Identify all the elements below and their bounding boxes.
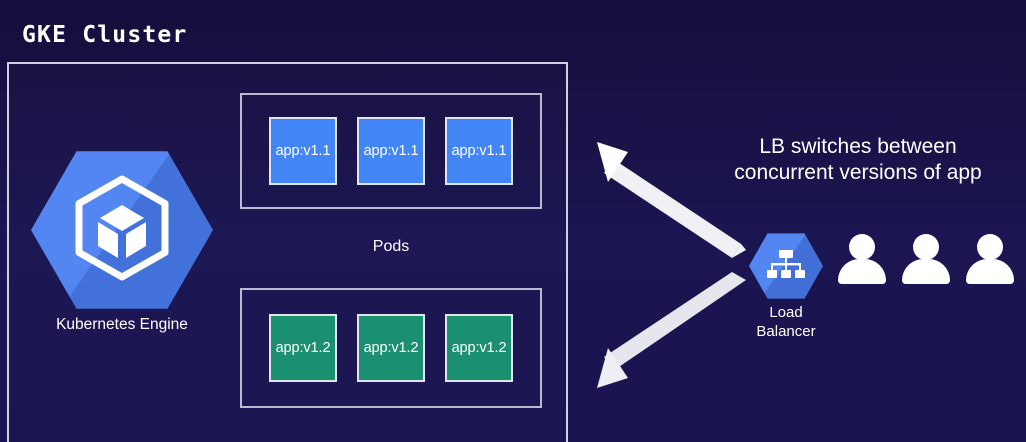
kubernetes-engine-icon bbox=[75, 175, 169, 281]
user-body bbox=[902, 259, 950, 284]
lb-caption: LB switches between concurrent versions … bbox=[690, 134, 1026, 187]
lb-caption-line1: LB switches between bbox=[759, 135, 957, 158]
kubernetes-engine-hexagon bbox=[31, 148, 213, 312]
load-balancer-hexagon bbox=[749, 232, 823, 300]
load-balancer-label-line2: Balancer bbox=[756, 322, 816, 340]
user-body bbox=[838, 259, 886, 284]
load-balancer-node: Load Balancer bbox=[740, 232, 832, 342]
kubernetes-engine-node: Kubernetes Engine bbox=[28, 148, 216, 344]
pod-app-v11-3: app:v1.1 bbox=[445, 117, 513, 185]
pod-app-v12-2: app:v1.2 bbox=[357, 314, 425, 382]
user-person-icon-3 bbox=[966, 234, 1014, 286]
pod-app-v12-1: app:v1.2 bbox=[269, 314, 337, 382]
load-balancer-label: Load Balancer bbox=[726, 304, 846, 342]
load-balancer-hierarchy-icon bbox=[767, 250, 805, 278]
pod-app-v11-1: app:v1.1 bbox=[269, 117, 337, 185]
pod-group-v12: app:v1.2 app:v1.2 app:v1.2 bbox=[240, 288, 542, 408]
page-title: GKE Cluster bbox=[22, 22, 188, 48]
kubernetes-engine-label: Kubernetes Engine bbox=[56, 316, 188, 333]
users-group bbox=[838, 234, 1014, 286]
user-person-icon-2 bbox=[902, 234, 950, 286]
arrow-lb-to-v12-icon bbox=[597, 272, 746, 388]
pod-app-v12-3: app:v1.2 bbox=[445, 314, 513, 382]
user-body bbox=[966, 259, 1014, 284]
user-head bbox=[977, 234, 1003, 260]
pod-row-v12: app:v1.2 app:v1.2 app:v1.2 bbox=[242, 290, 540, 406]
lb-caption-line2: concurrent versions of app bbox=[734, 161, 982, 185]
user-head bbox=[849, 234, 875, 260]
pod-app-v11-2: app:v1.1 bbox=[357, 117, 425, 185]
user-person-icon-1 bbox=[838, 234, 886, 286]
load-balancer-label-line1: Load bbox=[769, 304, 803, 321]
user-head bbox=[913, 234, 939, 260]
pod-row-v11: app:v1.1 app:v1.1 app:v1.1 bbox=[242, 95, 540, 207]
pods-label: Pods bbox=[372, 238, 410, 255]
gke-cluster-boundary bbox=[7, 62, 568, 442]
pod-group-v11: app:v1.1 app:v1.1 app:v1.1 bbox=[240, 93, 542, 209]
